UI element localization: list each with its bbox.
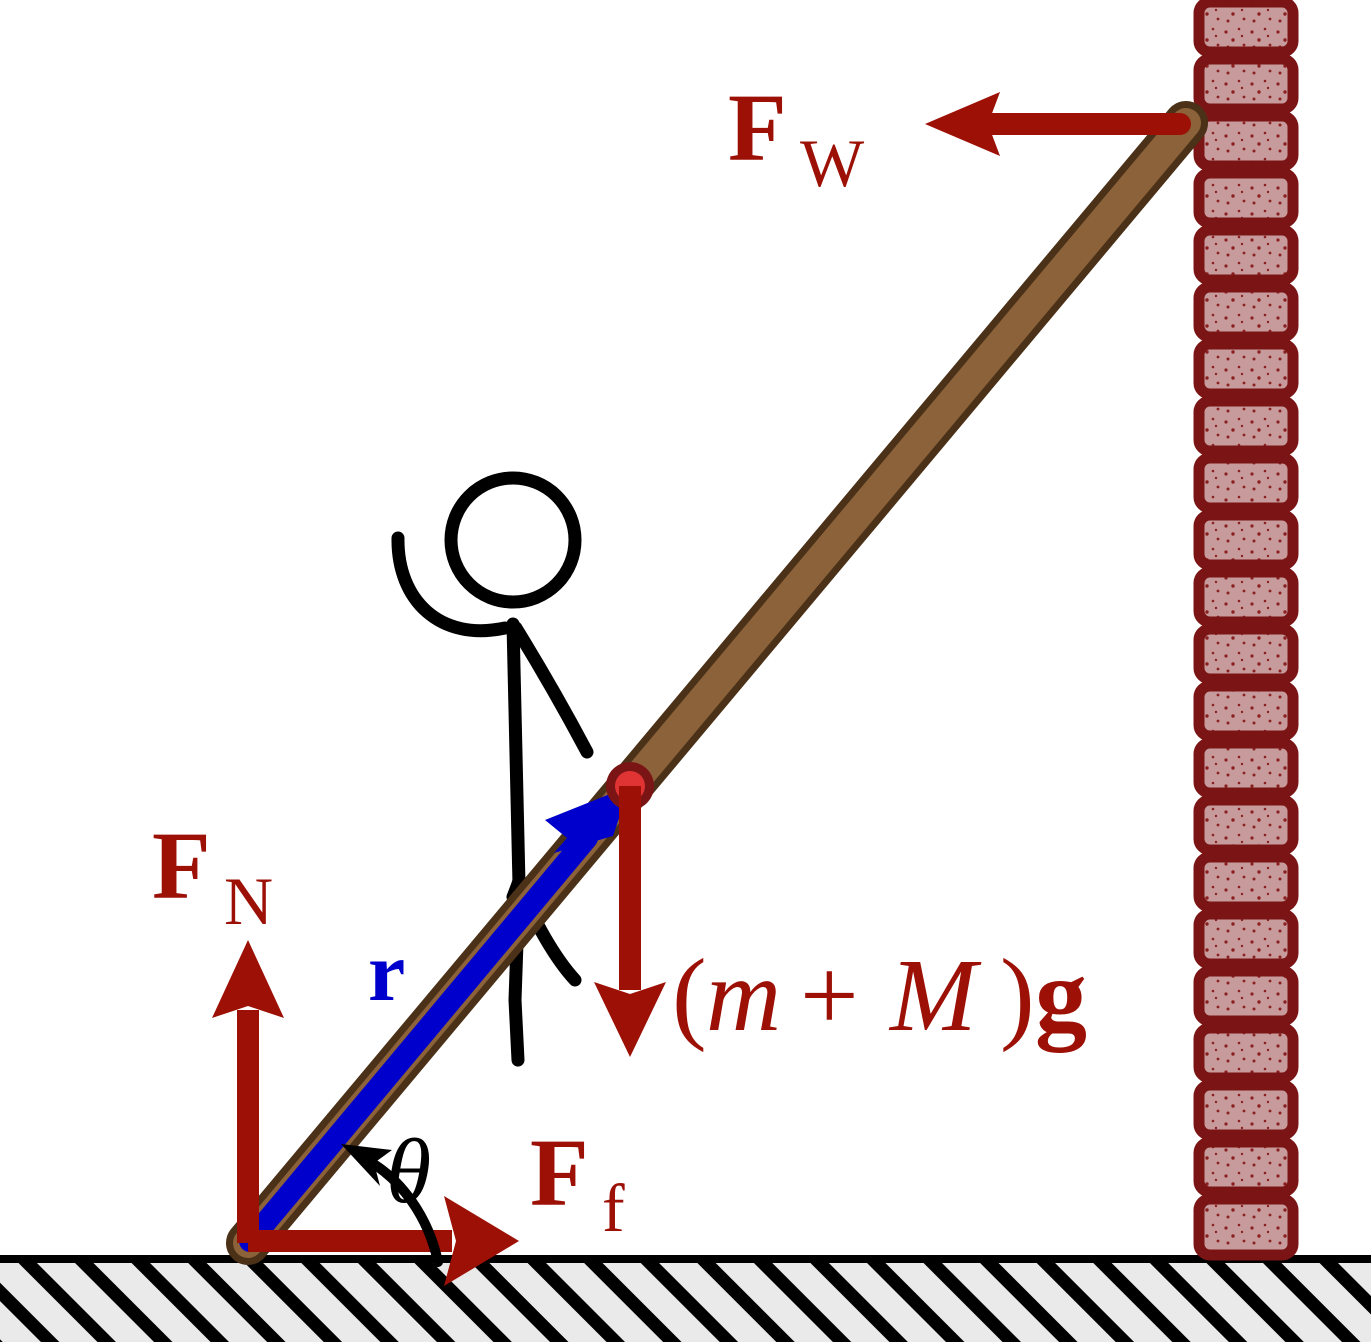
wall-force-label-subscript: W [800, 125, 865, 201]
ground-hatching [0, 1262, 1371, 1342]
weight-label-mass-person: m [706, 938, 781, 1053]
brick [1193, 167, 1299, 229]
brick [1193, 794, 1299, 856]
weight-label-plus: + [800, 938, 859, 1053]
ground-surface-line [0, 1255, 1371, 1263]
brick [1193, 1136, 1299, 1198]
brick-wall [1193, 0, 1299, 1261]
brick [1193, 851, 1299, 913]
person-lowered-arm [509, 621, 594, 759]
brick [1193, 53, 1299, 115]
brick [1193, 965, 1299, 1027]
angle-arc-theta [341, 1144, 443, 1267]
position-vector-label: r [368, 926, 405, 1019]
angle-arc-curve [367, 1158, 443, 1267]
brick [1193, 281, 1299, 343]
friction-force-arrowhead [444, 1196, 519, 1286]
angle-label-theta: θ [386, 1120, 431, 1222]
weight-label-close-paren: ) [1000, 938, 1035, 1053]
normal-force-label: F N [152, 812, 273, 939]
brick [1193, 0, 1299, 58]
brick [1193, 110, 1299, 172]
position-vector-r [239, 786, 630, 1252]
normal-force-label-symbol: F [152, 812, 211, 919]
ground [0, 1255, 1371, 1342]
weight-label: ( m + M ) g [672, 938, 1087, 1053]
brick [1193, 509, 1299, 571]
r-vector-arrowhead [545, 786, 630, 853]
person-head [444, 471, 582, 609]
wall-force-arrowhead [925, 92, 1000, 156]
weight-label-open-paren: ( [672, 938, 707, 1053]
normal-force-label-subscript: N [224, 863, 273, 939]
weight-label-mass-ladder: M [888, 938, 982, 1053]
normal-force-arrow [212, 940, 284, 1243]
person-raised-arm [391, 531, 512, 638]
friction-force-label-subscript: f [602, 1170, 625, 1246]
brick [1193, 908, 1299, 970]
brick [1193, 224, 1299, 286]
normal-force-arrowhead [212, 940, 284, 1018]
brick [1193, 1079, 1299, 1141]
brick [1193, 1193, 1299, 1261]
brick [1193, 395, 1299, 457]
weight-label-gravity: g [1035, 938, 1087, 1053]
brick-rows [1193, 0, 1299, 1261]
angle-arc-arrowhead [341, 1144, 392, 1186]
brick [1193, 737, 1299, 799]
wall-force-label-symbol: F [728, 74, 787, 181]
wall-force-label: F W [728, 74, 865, 201]
weight-force-arrow [594, 786, 666, 1057]
brick [1193, 680, 1299, 742]
brick [1193, 338, 1299, 400]
friction-force-label-symbol: F [530, 1119, 589, 1226]
brick [1193, 566, 1299, 628]
friction-force-arrow [248, 1196, 519, 1286]
brick [1193, 452, 1299, 514]
weight-force-arrowhead [594, 982, 666, 1057]
brick [1193, 1022, 1299, 1084]
brick [1193, 623, 1299, 685]
wall-force-arrow [925, 92, 1191, 156]
friction-force-label: F f [530, 1119, 625, 1246]
person-torso [506, 617, 526, 891]
r-vector-shaft [239, 827, 598, 1252]
